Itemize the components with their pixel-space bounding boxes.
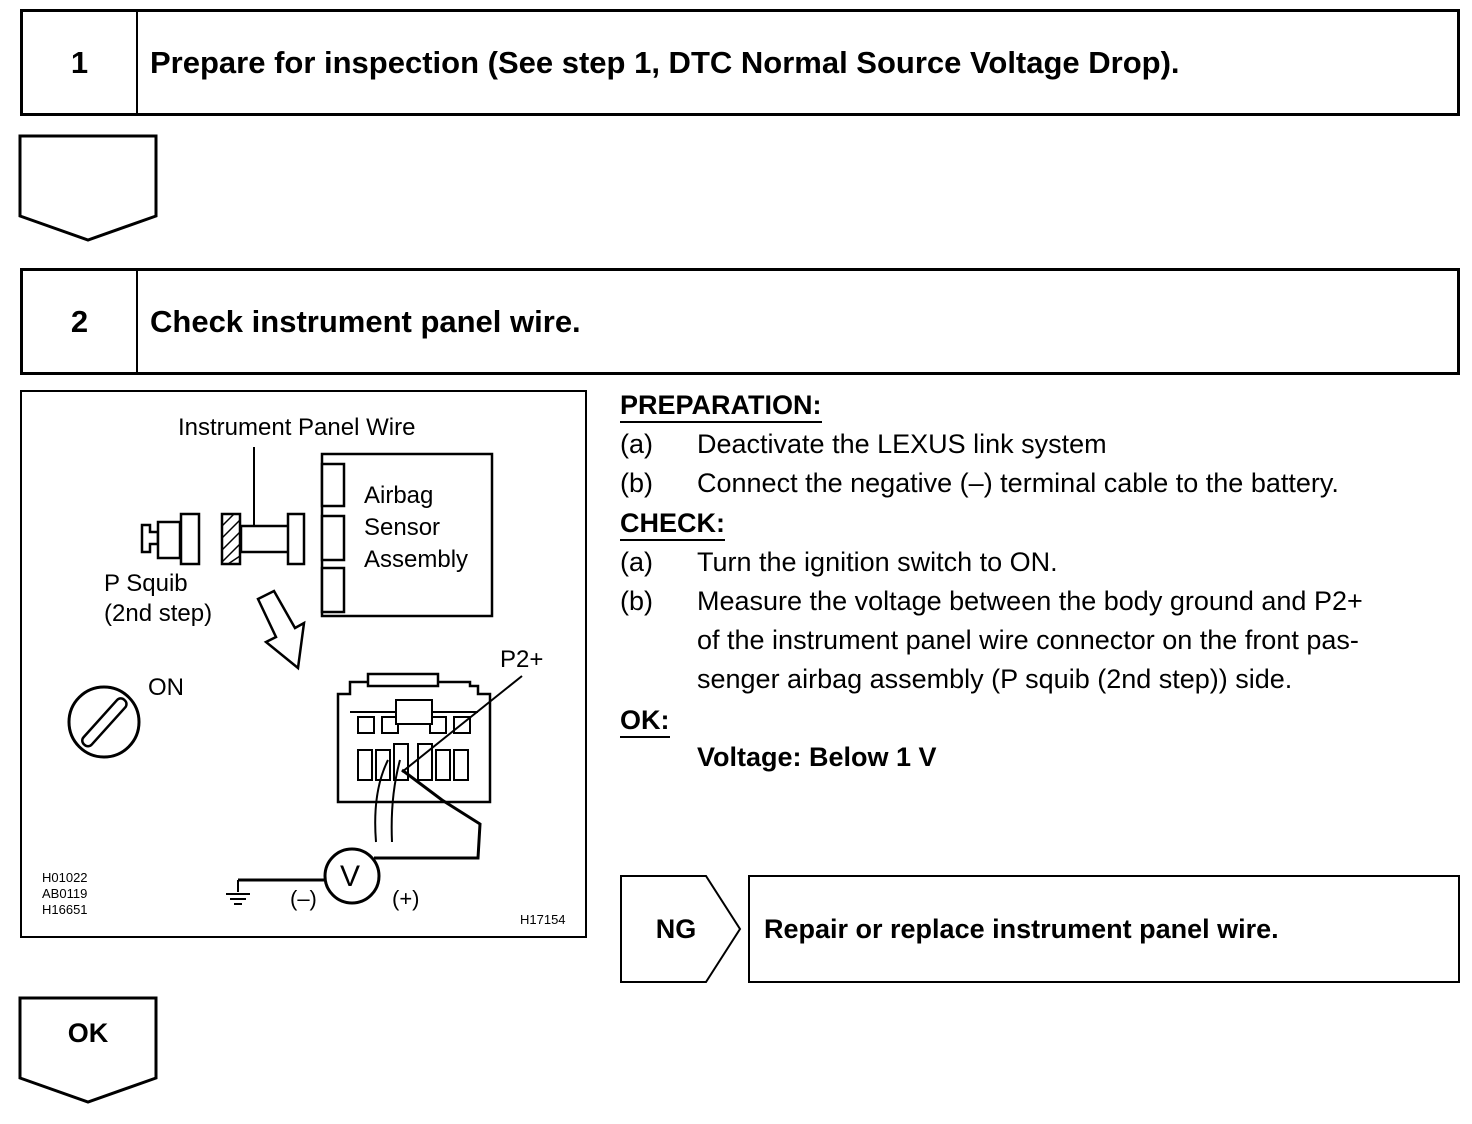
ok-heading: OK:: [620, 705, 670, 738]
step-1-number: 1: [23, 12, 138, 113]
label-p-squib-line2: (2nd step): [104, 600, 213, 627]
label-p2-plus: P2+: [500, 646, 544, 673]
connector-front-view-icon: [336, 672, 492, 843]
step-2-title: Check instrument panel wire.: [150, 303, 581, 339]
label-minus: (–): [290, 886, 317, 911]
direction-arrow-icon: [256, 589, 306, 671]
step-1-title: Prepare for inspection (See step 1, DTC …: [150, 44, 1180, 80]
preparation-heading: PREPARATION:: [620, 390, 822, 423]
label-airbag-sensor-line2: Sensor: [364, 514, 441, 541]
check-item-a-text: Turn the ignition switch to ON.: [697, 547, 1058, 577]
label-plus: (+): [392, 886, 420, 911]
ng-badge-shape: [620, 875, 742, 983]
check-item-b-line1: Measure the voltage between the body gro…: [697, 586, 1363, 616]
check-heading: CHECK:: [620, 508, 725, 541]
ng-action: Repair or replace instrument panel wire.: [748, 875, 1460, 983]
label-p-squib-line1: P Squib: [104, 570, 188, 597]
squib-connector-icon: [140, 512, 201, 566]
check-item-a-letter: (a): [620, 547, 653, 577]
ok-flow-arrow: [18, 996, 158, 1104]
label-on: ON: [148, 674, 184, 701]
check-item-b-line2: of the instrument panel wire connector o…: [697, 625, 1359, 655]
label-instrument-panel-wire: Instrument Panel Wire: [178, 414, 416, 441]
figure-code-2: AB0119: [42, 886, 88, 901]
label-voltmeter-v: V: [340, 860, 361, 893]
instrument-panel-wire-connector-icon: [220, 512, 306, 566]
ok-badge-label: OK: [67, 1018, 109, 1048]
preparation-item-a-text: Deactivate the LEXUS link system: [697, 429, 1107, 459]
step-2-number: 2: [23, 271, 138, 372]
figure-code-1: H01022: [42, 870, 88, 885]
figure-id: H17154: [520, 912, 566, 927]
check-item-b-line3: senger airbag assembly (P squib (2nd ste…: [697, 664, 1293, 694]
voltmeter-icon: [323, 847, 381, 905]
airbag-sensor-assembly-icon: [320, 452, 494, 618]
ground-icon: [226, 880, 250, 905]
ng-badge: NG: [620, 875, 742, 983]
preparation-item-b-text: Connect the negative (–) terminal cable …: [697, 468, 1339, 498]
label-airbag-sensor-line3: Assembly: [364, 546, 469, 573]
preparation-item-b-letter: (b): [620, 468, 653, 498]
step-2-box: 2 Check instrument panel wire.: [20, 268, 1460, 375]
label-airbag-sensor-line1: Airbag: [364, 482, 434, 509]
figure-code-3: H16651: [42, 902, 88, 917]
check-item-b-letter: (b): [620, 586, 653, 616]
preparation-item-a-letter: (a): [620, 429, 653, 459]
flow-arrow-step1: [18, 134, 158, 242]
diagram-drawing: [67, 447, 523, 905]
wiring-diagram: Instrument Panel Wire Airbag Sensor Asse…: [20, 390, 587, 938]
ok-spec-value: Voltage: Below 1 V: [697, 742, 937, 772]
ng-badge-label: NG: [655, 913, 697, 944]
step-1-box: 1 Prepare for inspection (See step 1, DT…: [20, 9, 1460, 116]
ignition-switch-icon: [67, 685, 141, 759]
